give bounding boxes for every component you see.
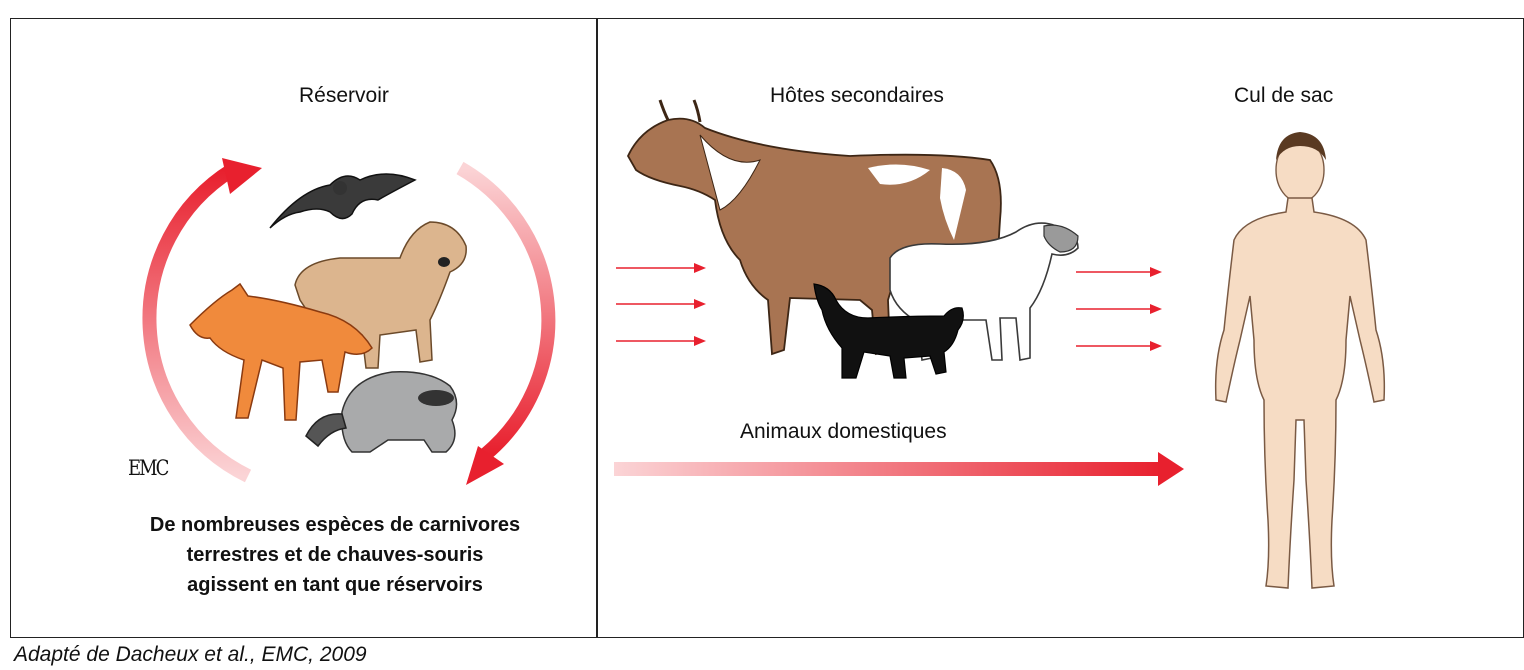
reservoir-title: Réservoir (299, 84, 389, 108)
source-citation: Adapté de Dacheux et al., EMC, 2009 (14, 643, 367, 667)
right-cycle-arrow (460, 168, 548, 454)
left-cycle-arrowhead (222, 158, 262, 194)
human-icon (1216, 132, 1385, 588)
output-arrows (1076, 267, 1162, 351)
emc-logo: EMC (128, 456, 167, 481)
domestic-animals-arrow (614, 452, 1184, 486)
bat-icon (270, 174, 415, 228)
dead-end-title: Cul de sac (1234, 84, 1333, 108)
domestic-animals-label: Animaux domestiques (740, 420, 947, 444)
secondary-hosts-title: Hôtes secondaires (770, 84, 944, 108)
caption-line-3: agissent en tant que réservoirs (105, 570, 565, 600)
input-arrows (616, 263, 706, 346)
caption-line-1: De nombreuses espèces de carnivores (105, 510, 565, 540)
caption-line-2: terrestres et de chauves-souris (105, 540, 565, 570)
reservoir-caption: De nombreuses espèces de carnivores terr… (105, 510, 565, 600)
